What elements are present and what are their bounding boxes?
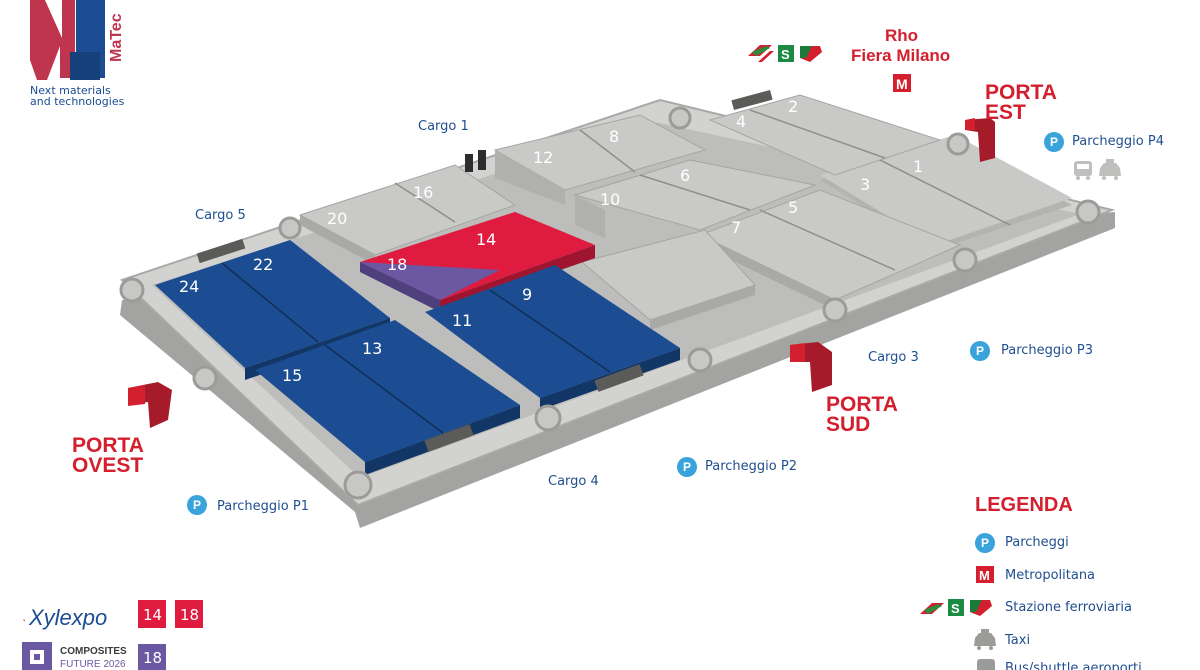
- svg-text:S: S: [951, 601, 960, 616]
- porta-ovest-label-1: PORTA: [72, 434, 144, 457]
- gate-est: [965, 118, 995, 162]
- porta-sud-label-1: PORTA: [826, 393, 898, 416]
- parking-p2: P Parcheggio P2: [677, 457, 797, 477]
- hall-label-4: 4: [736, 112, 746, 131]
- xylexpo-label: Xylexpo: [28, 605, 107, 630]
- hall-2-4[interactable]: [708, 94, 942, 176]
- parking-icon: [187, 495, 207, 515]
- bus-icon: [977, 659, 995, 670]
- gate-sud: [790, 342, 832, 392]
- metro-icon: M: [976, 566, 994, 583]
- porta-sud-label-2: SUD: [826, 413, 870, 436]
- hall-label-8: 8: [609, 127, 619, 146]
- cargo-3-label: Cargo 3: [868, 350, 919, 365]
- cargo-1-label: Cargo 1: [418, 119, 469, 134]
- hall-6-10[interactable]: [573, 159, 817, 231]
- svg-text:Parcheggio P2: Parcheggio P2: [705, 459, 797, 474]
- xylexpo-hall-a: [138, 600, 166, 628]
- platform-nodes: [119, 106, 1101, 500]
- hall-label-10: 10: [600, 190, 620, 209]
- composites-badge: COMPOSITES FUTURE 2026 18: [22, 642, 166, 670]
- hall-label-1: 1: [913, 157, 923, 176]
- blue-halls: [155, 89, 773, 475]
- svg-text:M: M: [979, 568, 990, 583]
- svg-text:18: 18: [143, 649, 162, 667]
- hall-label-6: 6: [680, 166, 690, 185]
- hall-label-18: 18: [387, 255, 407, 274]
- tagline-2: and technologies: [30, 95, 125, 108]
- porta-ovest-label-2: OVEST: [72, 454, 143, 477]
- composites-label-2: FUTURE 2026: [60, 659, 126, 670]
- hall-label-9: 9: [522, 285, 532, 304]
- railway-icons: S: [748, 45, 822, 62]
- parking-p1: P Parcheggio P1: [187, 495, 309, 515]
- cargo-4-label: Cargo 4: [548, 474, 599, 489]
- svg-text:Parcheggio P3: Parcheggio P3: [1001, 343, 1093, 358]
- composites-label-1: COMPOSITES: [60, 646, 127, 657]
- parking-icon: [677, 457, 697, 477]
- parking-icon: [970, 341, 990, 361]
- svg-text:P: P: [193, 498, 201, 512]
- legend-bus: Bus/shuttle aeroporti: [1005, 661, 1142, 670]
- hall-label-7: 7: [731, 218, 741, 237]
- hall-label-22: 22: [253, 255, 273, 274]
- matec-logo: MaTec Next materials and technologies: [30, 0, 125, 108]
- composites-hall: [138, 644, 166, 670]
- parking-p4: P Parcheggio P4: [1044, 132, 1164, 152]
- legend-taxi: Taxi: [1004, 633, 1030, 648]
- legend-metropolitana: Metropolitana: [1005, 568, 1095, 583]
- bus-icon: [1074, 161, 1092, 180]
- station-label-1: Rho: [885, 26, 918, 45]
- hall-9-11[interactable]: [425, 265, 680, 398]
- legend-title: LEGENDA: [975, 494, 1073, 516]
- svg-text:P: P: [683, 460, 691, 474]
- svg-text:·: ·: [22, 612, 26, 627]
- hall-8-12[interactable]: [493, 114, 707, 191]
- logo-text: MaTec: [108, 13, 125, 62]
- railway-icons: S: [920, 599, 992, 616]
- hall-label-12: 12: [533, 148, 553, 167]
- hall-1-3[interactable]: [820, 135, 1072, 245]
- station-label-2: Fiera Milano: [851, 46, 950, 65]
- svg-text:P: P: [1050, 135, 1058, 149]
- hall-label-13: 13: [362, 339, 382, 358]
- svg-text:P: P: [981, 536, 989, 550]
- hall-label-14: 14: [476, 230, 496, 249]
- xylexpo-hall-b: [175, 600, 203, 628]
- svg-text:18: 18: [180, 606, 199, 624]
- porta-est-label-1: PORTA: [985, 81, 1057, 104]
- parking-icon: [1044, 132, 1064, 152]
- hall-label-15: 15: [282, 366, 302, 385]
- hall-label-20: 20: [327, 209, 347, 228]
- tagline-1: Next materials: [30, 84, 111, 97]
- grey-halls: [298, 94, 1072, 330]
- svg-text:S: S: [781, 47, 790, 62]
- legend-parcheggi: Parcheggi: [1005, 535, 1069, 550]
- parking-p3: P Parcheggio P3: [970, 341, 1093, 361]
- gate-ovest: [128, 382, 172, 428]
- cargo-5-label: Cargo 5: [195, 208, 246, 223]
- hall-labels: 1 2 3 4 5 6 7 8 9 10 11 12 13 14 15 16 1…: [179, 97, 923, 385]
- svg-text:14: 14: [143, 606, 162, 624]
- hall-label-16: 16: [413, 183, 433, 202]
- cargo-labels: Cargo 1 Cargo 3 Cargo 4 Cargo 5: [195, 119, 919, 489]
- legend-stazione: Stazione ferroviaria: [1005, 600, 1132, 615]
- svg-text:M: M: [896, 76, 908, 92]
- taxi-icon: [1099, 159, 1121, 180]
- parking-icon: [975, 533, 995, 553]
- svg-text:P: P: [976, 344, 984, 358]
- metro-icon: M: [893, 74, 911, 92]
- svg-text:Parcheggio P4: Parcheggio P4: [1072, 134, 1164, 149]
- hall-label-5: 5: [788, 198, 798, 217]
- porta-est-label-2: EST: [985, 101, 1026, 124]
- svg-text:Parcheggio P1: Parcheggio P1: [217, 499, 309, 514]
- hall-label-11: 11: [452, 311, 472, 330]
- legend: LEGENDA P Parcheggi M Metropolitana S St…: [920, 494, 1142, 670]
- xylexpo-badge: · Xylexpo 14 18: [22, 600, 203, 630]
- hall-label-24: 24: [179, 277, 199, 296]
- hall-label-2: 2: [788, 97, 798, 116]
- hall-label-3: 3: [860, 175, 870, 194]
- taxi-icon: [974, 629, 996, 650]
